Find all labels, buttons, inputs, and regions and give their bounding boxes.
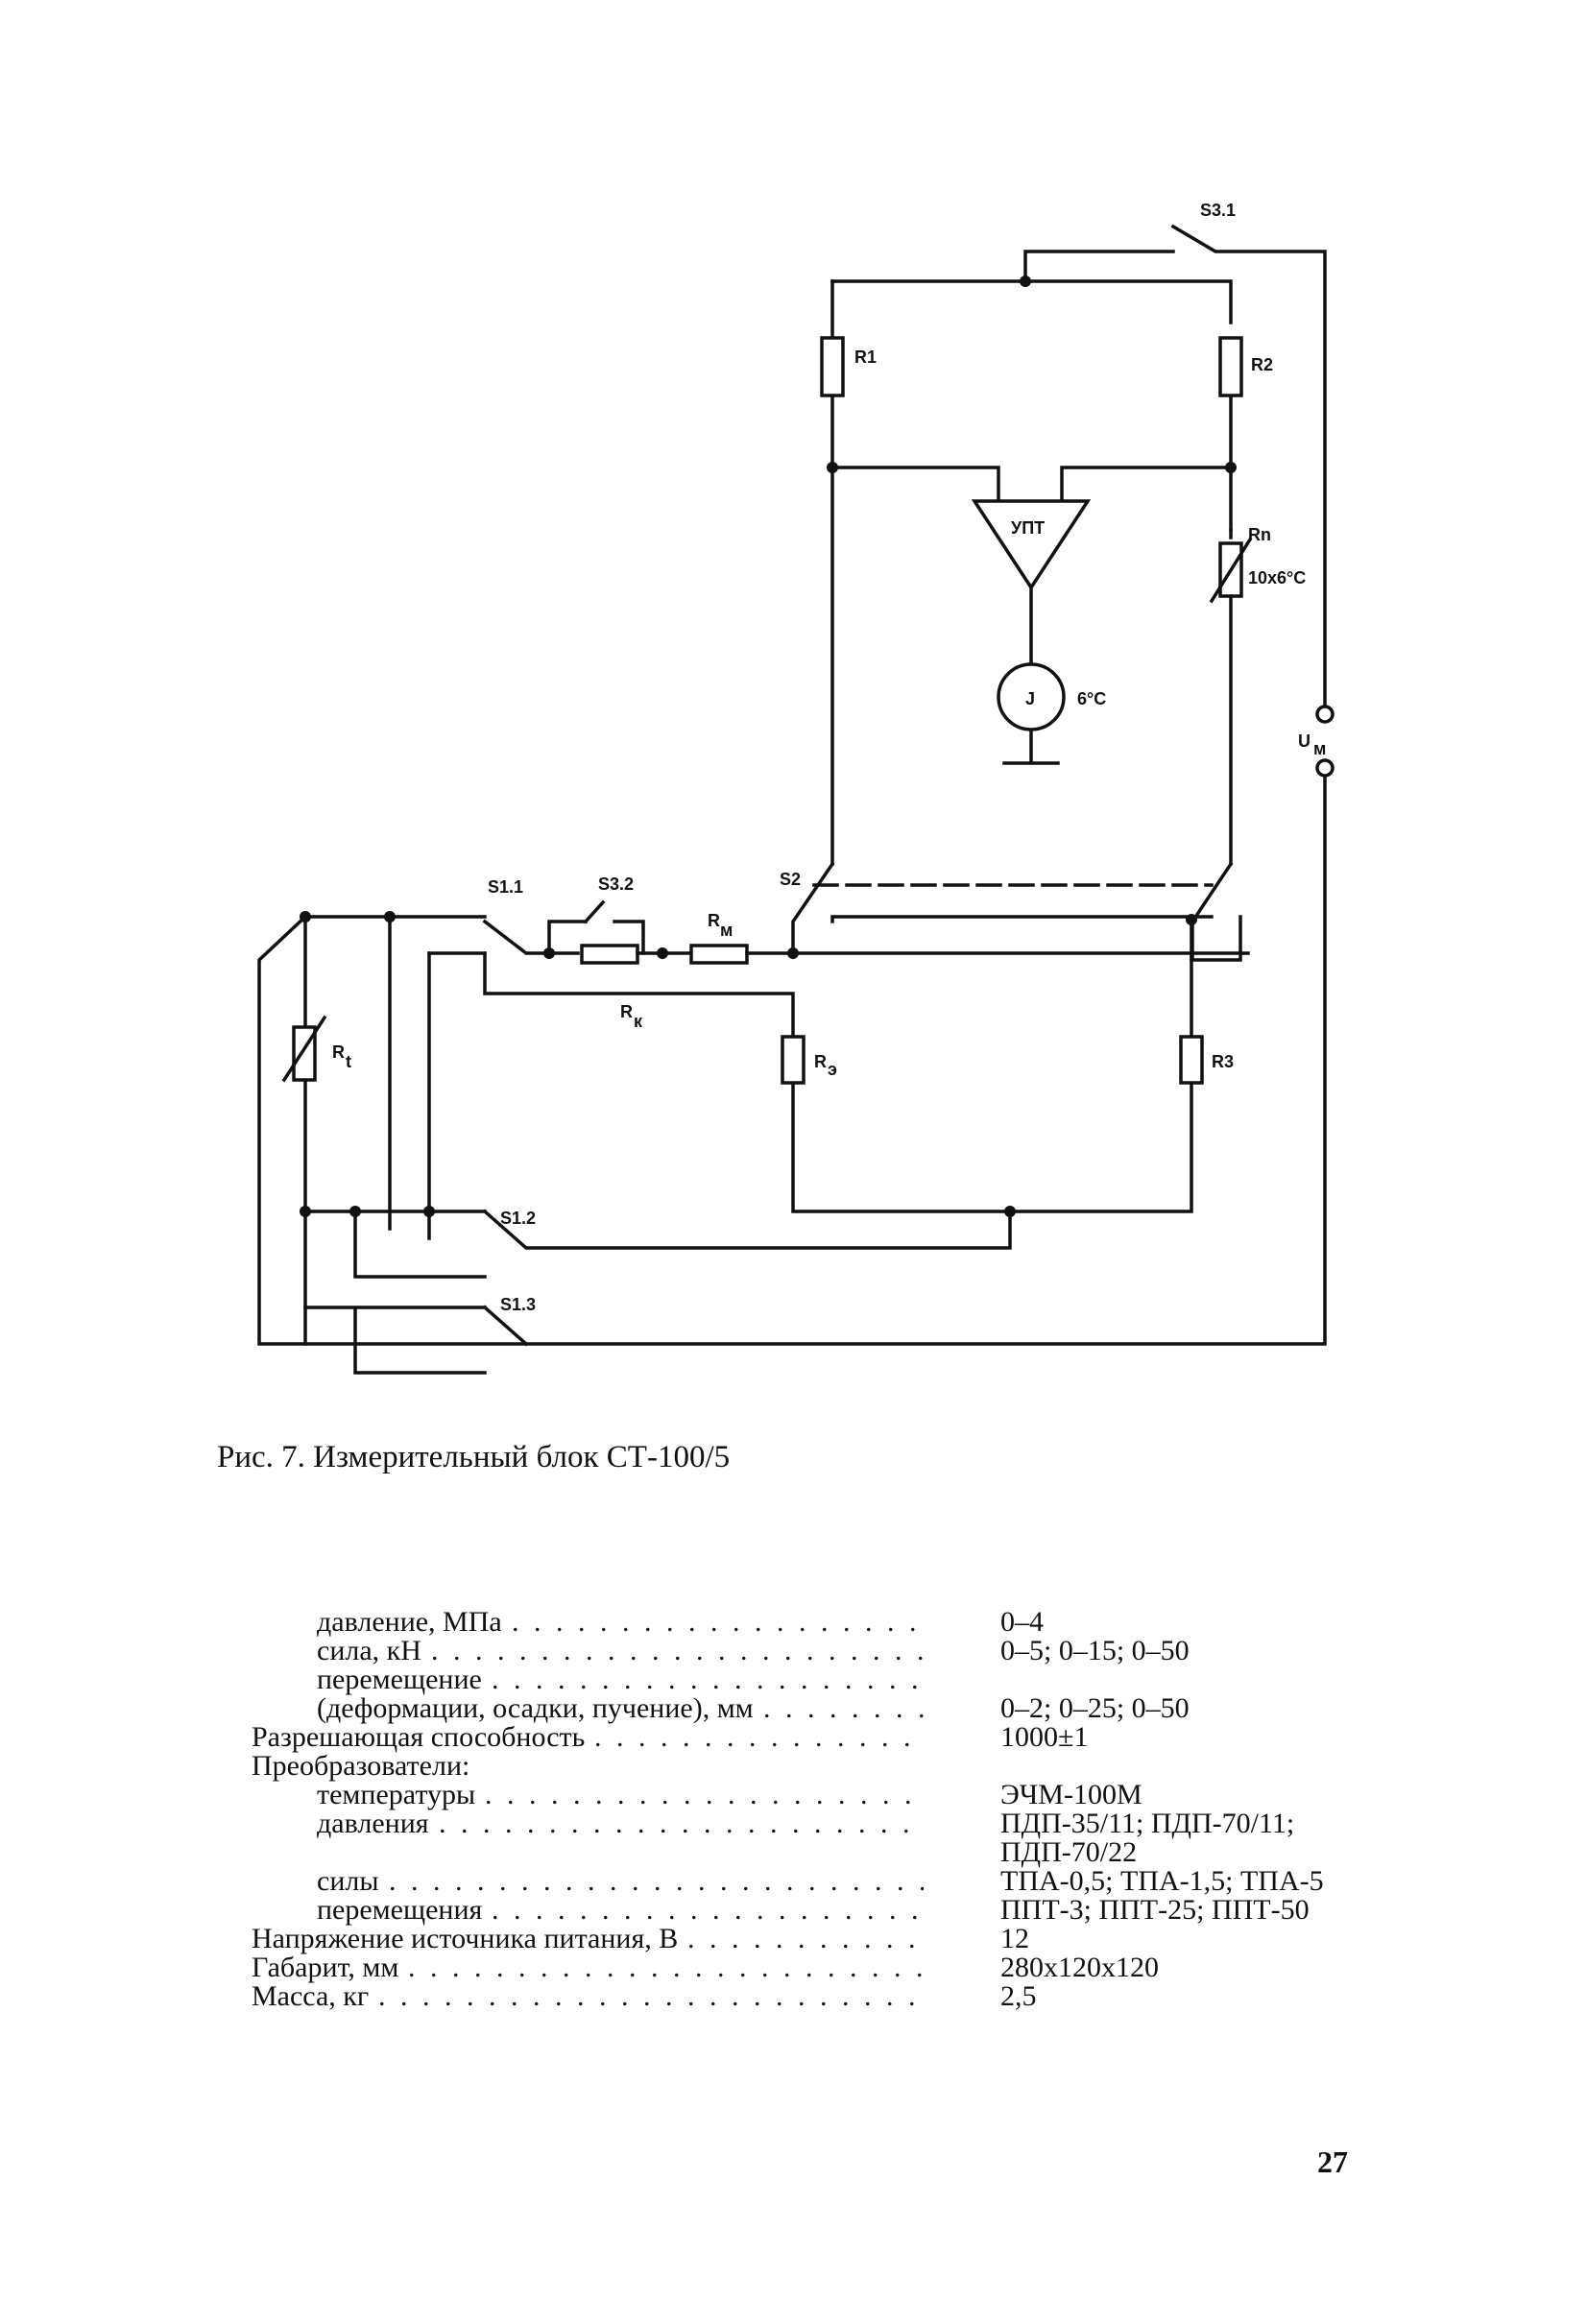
resistor-r3 — [1179, 1035, 1204, 1085]
label-rn: Rn — [1248, 525, 1271, 544]
label-s1-2: S1.2 — [500, 1209, 536, 1228]
spec-label: перемещения — [317, 1894, 483, 1926]
spec-row: перемещения ППТ-3; ППТ-25; ППТ-50 . . . . … — [252, 1896, 1327, 1925]
label-s1-1: S1.1 — [488, 877, 523, 897]
label-s2: S2 — [780, 870, 801, 889]
spec-label: Разрешающая способность — [252, 1721, 586, 1753]
dot-leader: . . . . . . . . . . . . . . . . . . . . … — [512, 1608, 924, 1637]
switch-s3-1 — [1170, 224, 1327, 707]
switch-s1-1 — [482, 919, 580, 955]
spec-value: 2,5 — [1000, 1980, 1037, 2012]
switch-s1-3 — [482, 1305, 529, 1347]
dot-leader: . . . . . . . . . . . . . . . . . . . . … — [492, 1665, 924, 1694]
meter-j — [997, 662, 1066, 731]
spec-row: температуры ЭЧМ-100М . . . . . . . . . . .… — [252, 1781, 1327, 1809]
spec-row: перемещение . . . . . . . . . . . . . . .… — [252, 1665, 1327, 1694]
resistor-r2 — [1218, 336, 1243, 397]
page-number: 27 — [1317, 2144, 1348, 2179]
amplifier-upt — [971, 499, 1092, 591]
label-rk-sub: к — [634, 1012, 643, 1031]
spec-label: давления — [317, 1808, 429, 1839]
spec-label: (деформации, осадки, пучение), мм — [317, 1692, 754, 1724]
spec-value: 12 — [1000, 1923, 1029, 1954]
label-s3-1: S3.1 — [1200, 201, 1236, 220]
dot-leader: . . . . . . . . . . . . . . . . . . . . … — [687, 1925, 924, 1953]
spec-value: 0–5; 0–15; 0–50 — [1000, 1635, 1190, 1666]
dot-leader: . . . . . . . . . . . . . . . . . . . . … — [763, 1694, 924, 1723]
label-rm: R — [708, 911, 720, 930]
resistor-rm — [689, 944, 749, 965]
dot-leader: . . . . . . . . . . . . . . . . . . . . … — [389, 1867, 924, 1896]
label-s3-2: S3.2 — [598, 874, 634, 894]
label-rm-sub: м — [720, 921, 733, 940]
dot-leader: . . . . . . . . . . . . . . . . . . . . … — [408, 1953, 924, 1982]
spec-label: перемещение — [317, 1664, 482, 1695]
switch-s3-2 — [583, 899, 606, 924]
spec-row: Преобразователи: — [252, 1752, 1327, 1781]
label-rn-temp: 10x6°C — [1248, 568, 1306, 587]
spec-label: давление, МПа — [317, 1606, 502, 1638]
resistor-re — [781, 1035, 806, 1085]
label-rt: R — [332, 1042, 345, 1062]
spec-value: 0–2; 0–25; 0–50 — [1000, 1692, 1190, 1724]
spec-value: ТПА-0,5; ТПА-1,5; ТПА-5 — [1000, 1865, 1324, 1897]
label-upt: УПТ — [1011, 518, 1045, 538]
label-u-sub: м — [1313, 739, 1326, 758]
dot-leader: . . . . . . . . . . . . . . . . . . . . … — [439, 1809, 924, 1838]
spec-row: ПДП-70/22 — [252, 1838, 1327, 1867]
dot-leader: . . . . . . . . . . . . . . . . . . . . … — [492, 1896, 924, 1925]
spec-value: ЭЧМ-100М — [1000, 1779, 1142, 1810]
switch-s2 — [791, 861, 835, 955]
spec-row: давления ПДП-35/11; ПДП-70/11; . . . . . .… — [252, 1809, 1327, 1838]
label-re-sub: э — [828, 1060, 837, 1079]
resistor-r1 — [820, 336, 845, 397]
figure-caption: Рис. 7. Измерительный блок СТ-100/5 — [217, 1440, 731, 1474]
label-r3: R3 — [1212, 1052, 1234, 1071]
spec-row: (деформации, осадки, пучение), мм 0–2; 0–… — [252, 1694, 1327, 1723]
spec-label: сила, кН — [317, 1635, 421, 1666]
spec-row: сила, кН 0–5; 0–15; 0–50 . . . . . . . . .… — [252, 1637, 1327, 1665]
label-s1-3: S1.3 — [500, 1295, 536, 1314]
spec-label: силы — [317, 1865, 379, 1897]
label-meter-temp: 6°C — [1077, 689, 1106, 708]
dot-leader: . . . . . . . . . . . . . . . . . . . . … — [594, 1723, 924, 1752]
spec-row: силы ТПА-0,5; ТПА-1,5; ТПА-5 . . . . . . .… — [252, 1867, 1327, 1896]
spec-row: Габарит, мм 280x120x120 . . . . . . . . . … — [252, 1953, 1327, 1982]
label-r2: R2 — [1251, 355, 1273, 374]
circuit-diagram: S3.1 R1 R2 УПТ Rn 10x6°C J 6°C U м S2 S1… — [257, 201, 1335, 1375]
label-r1: R1 — [854, 347, 877, 367]
spec-label: Габарит, мм — [252, 1952, 399, 1983]
label-re: R — [814, 1052, 827, 1071]
label-meter: J — [1025, 689, 1035, 708]
terminal-u-bottom — [1315, 758, 1335, 778]
switch-s1-2 — [482, 1209, 1012, 1250]
label-rt-sub: t — [346, 1052, 351, 1071]
spec-label: температуры — [317, 1779, 476, 1810]
spec-list: давление, МПа 0–4 . . . . . . . . . . . . … — [252, 1608, 1327, 2011]
spec-row: давление, МПа 0–4 . . . . . . . . . . . . … — [252, 1608, 1327, 1637]
dot-leader: . . . . . . . . . . . . . . . . . . . . … — [378, 1982, 924, 2011]
spec-value: 280x120x120 — [1000, 1952, 1159, 1983]
spec-value: ППТ-3; ППТ-25; ППТ-50 — [1000, 1894, 1310, 1926]
dot-leader: . . . . . . . . . . . . . . . . . . . . … — [431, 1637, 924, 1665]
dot-leader: . . . . . . . . . . . . . . . . . . . . … — [485, 1781, 924, 1809]
spec-value: ПДП-35/11; ПДП-70/11; — [1000, 1808, 1295, 1839]
spec-label: Масса, кг — [252, 1980, 370, 2012]
spec-row: Масса, кг 2,5 . . . . . . . . . . . . . . … — [252, 1982, 1327, 2011]
spec-value: 1000±1 — [1000, 1721, 1089, 1753]
resistor-rk-chain — [580, 944, 639, 965]
terminal-u-top — [1315, 705, 1335, 724]
spec-value: ПДП-70/22 — [1000, 1836, 1138, 1868]
label-rk: R — [620, 1002, 633, 1021]
spec-row: Разрешающая способность 1000±1 . . . . . .… — [252, 1723, 1327, 1752]
spec-label: Преобразователи: — [252, 1750, 470, 1782]
spec-label: Напряжение источника питания, В — [252, 1923, 679, 1954]
spec-value: 0–4 — [1000, 1606, 1044, 1638]
spec-row: Напряжение источника питания, В 12 . . . .… — [252, 1925, 1327, 1953]
label-u: U — [1298, 731, 1310, 751]
